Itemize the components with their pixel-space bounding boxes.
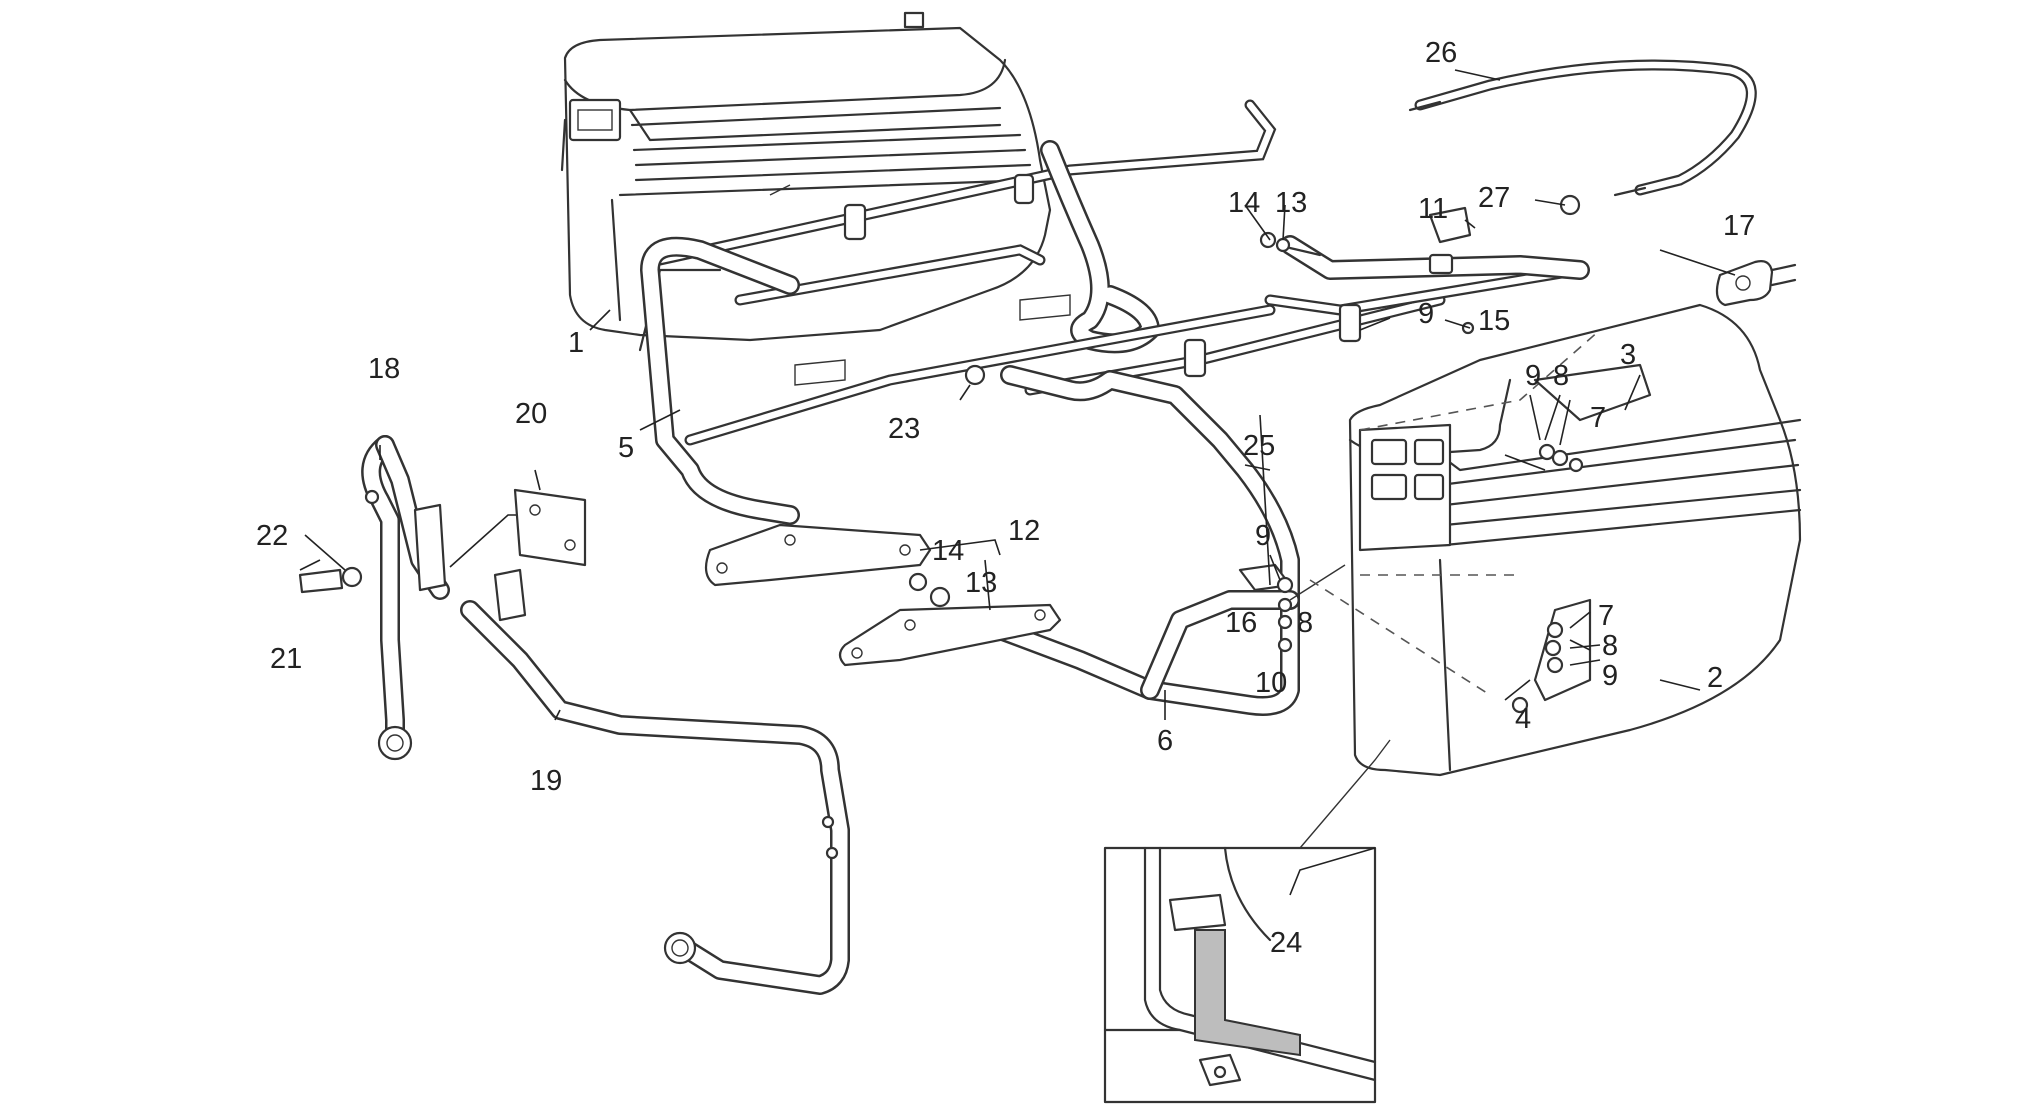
- left-frame-bar: [640, 236, 1276, 525]
- callout-6: 6: [1157, 725, 1173, 757]
- callout-15: 15: [1478, 305, 1510, 337]
- callout-20: 20: [515, 398, 547, 430]
- center-cross-rail: [1024, 235, 1590, 396]
- callout-8c: 8: [1297, 607, 1313, 639]
- callout-2: 2: [1707, 662, 1723, 694]
- callout-9b: 9: [1525, 360, 1541, 392]
- callout-17: 17: [1723, 210, 1755, 242]
- callout-8a: 8: [1553, 360, 1569, 392]
- front-lower-bar: [460, 568, 850, 995]
- callout-24: 24: [1270, 927, 1302, 959]
- callout-12: 12: [1008, 515, 1040, 547]
- callout-8b: 8: [1602, 630, 1618, 662]
- callout-13b: 13: [965, 567, 997, 599]
- detail-inset: [1103, 739, 1391, 1104]
- right-pannier-case: [1309, 303, 1802, 777]
- callout-9c: 9: [1255, 520, 1271, 552]
- leader-lines: [299, 69, 1736, 721]
- callout-7b: 7: [1598, 600, 1614, 632]
- callout-1: 1: [568, 327, 584, 359]
- callout-7a: 7: [1590, 402, 1606, 434]
- callout-19: 19: [530, 765, 562, 797]
- callout-23: 23: [888, 413, 920, 445]
- callout-18: 18: [368, 353, 400, 385]
- left-front-bracket: [298, 435, 570, 761]
- callout-10: 10: [1255, 667, 1287, 699]
- lock-cylinder: [1715, 260, 1797, 307]
- callout-9a: 9: [1418, 298, 1434, 330]
- callout-25: 25: [1243, 430, 1275, 462]
- callout-26: 26: [1425, 37, 1457, 69]
- callout-13a: 13: [1275, 187, 1307, 219]
- callout-14a: 14: [1228, 187, 1260, 219]
- right-frame-bar: [990, 365, 1346, 716]
- callout-16: 16: [1225, 607, 1257, 639]
- callout-3: 3: [1620, 339, 1636, 371]
- right-hardware: [1238, 443, 1584, 674]
- mounting-plate: [513, 488, 587, 567]
- callout-5: 5: [618, 432, 634, 464]
- callout-27: 27: [1478, 182, 1510, 214]
- release-cable: [1259, 59, 1757, 335]
- callout-11: 11: [1418, 193, 1448, 225]
- callout-labels: 1 2 3 4 5 6 7 7 8 8 8 9 9 9 9 10 11 12 1…: [256, 37, 1755, 959]
- callout-14b: 14: [932, 535, 964, 567]
- callout-21: 21: [270, 643, 302, 675]
- callout-9d: 9: [1602, 660, 1618, 692]
- mounting-brackets: [704, 364, 1062, 667]
- callout-4: 4: [1515, 703, 1531, 735]
- callout-22: 22: [256, 520, 288, 552]
